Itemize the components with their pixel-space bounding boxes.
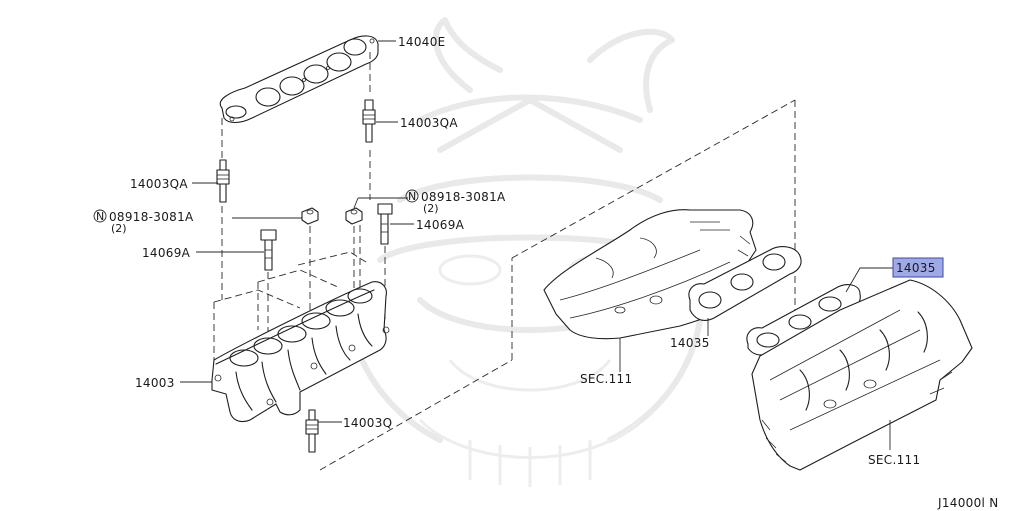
label-14035-highlight: 14035: [896, 261, 936, 275]
label-14003q: 14003Q: [343, 416, 392, 430]
qty-left: (2): [111, 222, 127, 235]
leader-lines: [180, 40, 893, 450]
assembly-lines-long: [319, 99, 796, 471]
label-14069a-right: 14069A: [416, 218, 465, 232]
label-sec-111-head: SEC.111: [580, 372, 632, 386]
label-14003qa-right: 14003QA: [400, 116, 458, 130]
qty-right: (2): [423, 202, 439, 215]
nut-symbol-left: N: [96, 210, 104, 223]
highlighted-part-callout[interactable]: 14035: [892, 257, 944, 278]
label-14003qa-left: 14003QA: [130, 177, 188, 191]
label-14069a-left: 14069A: [142, 246, 191, 260]
exhaust-gasket-right[interactable]: [746, 284, 861, 356]
label-14040e: 14040E: [398, 35, 446, 49]
sensor-14003qa-left[interactable]: [216, 159, 230, 203]
callout-labels: 14040E 14003QA 14003QA N 08918-3081A (2)…: [93, 35, 920, 467]
nut-symbol-left-icon: [93, 209, 107, 223]
label-08918-3081a-right: 08918-3081A: [421, 190, 506, 204]
label-14003: 14003: [135, 376, 175, 390]
intake-manifold[interactable]: [211, 281, 390, 423]
nut-right[interactable]: [345, 207, 363, 225]
sensor-14003qa-right[interactable]: [362, 99, 376, 143]
nut-symbol-right: N: [408, 190, 416, 203]
label-sec-111-block: SEC.111: [868, 453, 920, 467]
nut-left[interactable]: [301, 207, 319, 225]
label-08918-3081a-left: 08918-3081A: [109, 210, 194, 224]
bolt-right[interactable]: [377, 203, 393, 245]
watermark-emblem: [347, 17, 703, 487]
alignment-lines-top: [221, 52, 371, 300]
cylinder-head-right[interactable]: [751, 279, 973, 471]
diagram-code: J14000l N: [937, 496, 999, 510]
label-14035-mid: 14035: [670, 336, 710, 350]
exhaust-gasket-left[interactable]: [688, 246, 802, 321]
upper-manifold-gasket[interactable]: [219, 35, 379, 124]
sensor-14003q-bottom[interactable]: [305, 409, 319, 453]
bolt-left[interactable]: [260, 229, 277, 271]
nut-symbol-right-icon: [405, 189, 419, 203]
